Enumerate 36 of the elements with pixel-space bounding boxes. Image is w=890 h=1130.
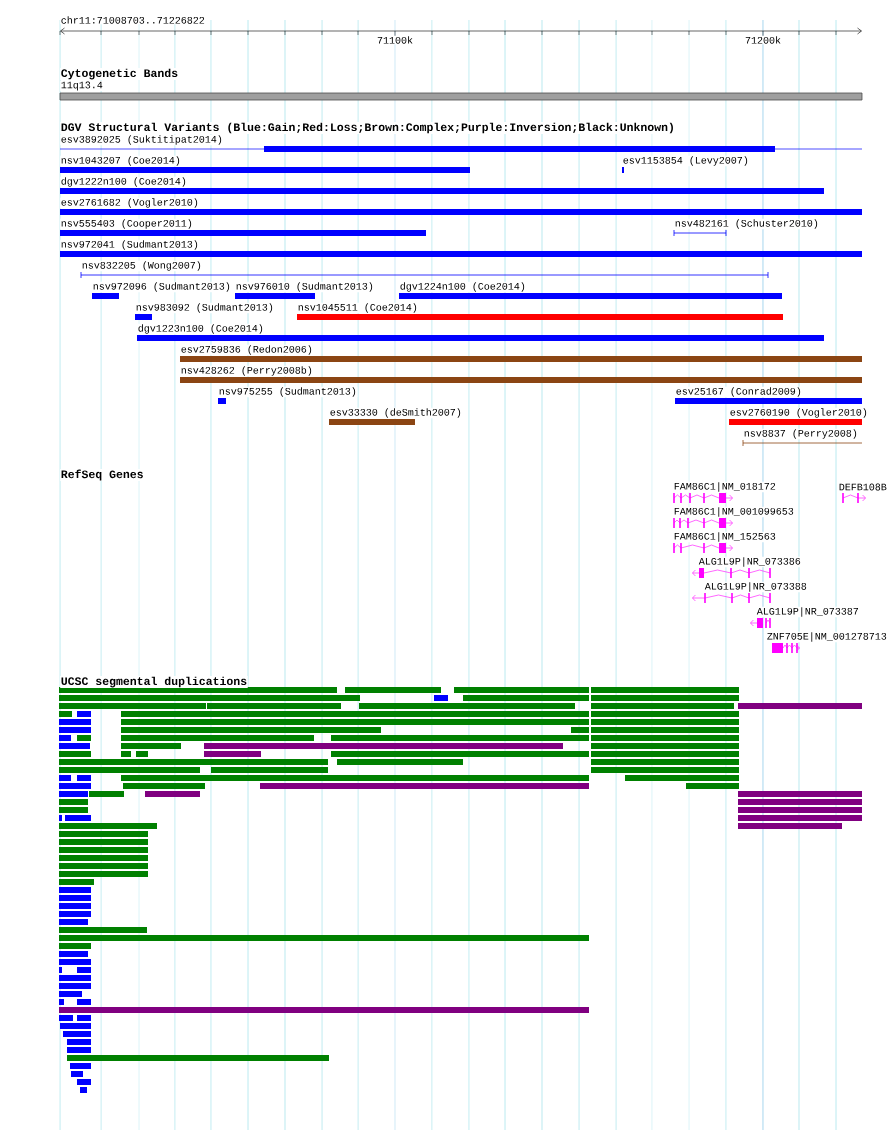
gene-label: ZNF705E|NM_001278713	[766, 631, 888, 643]
variant-label: nsv975255 (Sudmant2013)	[218, 386, 358, 398]
gene-label: ALG1L9P|NR_073388	[704, 581, 808, 593]
scale-label: 71200k	[744, 35, 782, 45]
variant-label: dgv1222n100 (Coe2014)	[60, 176, 188, 188]
variant-label: nsv428262 (Perry2008b)	[180, 365, 314, 377]
band-label: 11q13.4	[60, 81, 104, 91]
variant-label: nsv972096 (Sudmant2013)	[92, 281, 232, 293]
variant-label: dgv1224n100 (Coe2014)	[399, 281, 527, 293]
variant-label: esv2759836 (Redon2006)	[180, 344, 314, 356]
variant-label: nsv972041 (Sudmant2013)	[60, 239, 200, 251]
variant-label: nsv1043207 (Coe2014)	[60, 155, 182, 167]
gene-label: FAM86C1|NM_018172	[673, 481, 777, 493]
variant-label: esv3892025 (Suktitipat2014)	[60, 134, 224, 146]
scale-label: 71100k	[376, 35, 414, 45]
gene-label: DEFB108B	[838, 483, 888, 491]
variant-label: esv25167 (Conrad2009)	[675, 386, 803, 398]
gene-label: FAM86C1|NM_001099653	[673, 506, 795, 518]
variant-label: nsv832205 (Wong2007)	[81, 260, 203, 272]
track-title: UCSC segmental duplications	[60, 676, 248, 688]
variant-label: esv33330 (deSmith2007)	[329, 407, 463, 419]
variant-label: esv2760190 (Vogler2010)	[729, 407, 869, 419]
gene-label: ALG1L9P|NR_073387	[756, 606, 860, 618]
variant-label: nsv8837 (Perry2008)	[743, 428, 859, 440]
gene-label: FAM86C1|NM_152563	[673, 531, 777, 543]
variant-label: nsv1045511 (Coe2014)	[297, 302, 419, 314]
gene-label: ALG1L9P|NR_073386	[698, 556, 802, 568]
variant-label: nsv983092 (Sudmant2013)	[135, 302, 275, 314]
variant-label: dgv1223n100 (Coe2014)	[137, 323, 265, 335]
variant-label: esv2761682 (Vogler2010)	[60, 197, 200, 209]
variant-label: nsv482161 (Schuster2010)	[674, 218, 820, 230]
coordinate-label: chr11:71008703..71226822	[60, 15, 206, 25]
variant-label: nsv976010 (Sudmant2013)	[235, 281, 375, 293]
variant-label: esv1153854 (Levy2007)	[622, 155, 750, 167]
variant-label: nsv555403 (Cooper2011)	[60, 218, 194, 230]
track-title: RefSeq Genes	[60, 468, 145, 482]
